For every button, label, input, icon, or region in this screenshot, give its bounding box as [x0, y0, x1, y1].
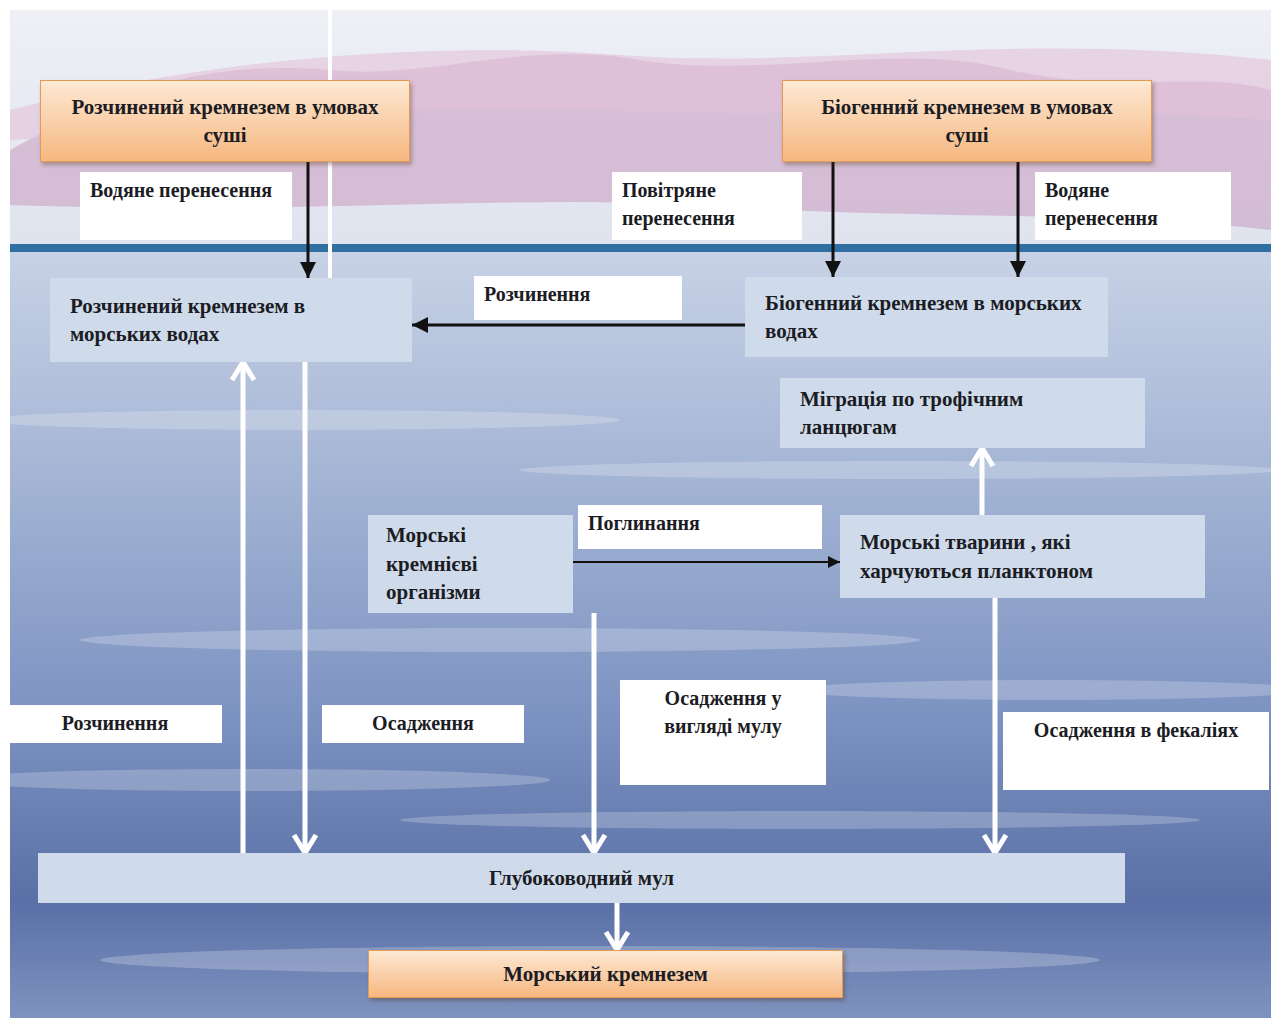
- flow-arrow: [303, 362, 308, 853]
- wave-streaks: [0, 410, 1271, 974]
- process-box: Міграція по трофічним ланцюгам: [780, 378, 1145, 448]
- flow-arrow: [1017, 162, 1020, 277]
- flow-arrow: [412, 324, 745, 327]
- result-box: Морський кремнезем: [368, 950, 843, 998]
- flow-arrow: [615, 903, 620, 950]
- organism-box: Морські кремнієві організми: [368, 515, 573, 613]
- shore-line: [10, 244, 1271, 252]
- organism-box: Морські тварини , які харчуються планкто…: [840, 515, 1205, 598]
- silt-band: Глубоководний мул: [38, 853, 1125, 903]
- edge-label: Водяне перенесення: [80, 172, 292, 240]
- land-box: Розчинений кремнезем в умовах суші: [40, 80, 410, 162]
- land-box: Біогенний кремнезем в умовах суші: [782, 80, 1152, 162]
- edge-label: Осадження: [322, 705, 524, 743]
- flow-arrow: [993, 598, 998, 853]
- sea: [10, 250, 1271, 1018]
- flow-arrow: [573, 561, 840, 563]
- sky: [10, 10, 1271, 250]
- box-text: Морський кремнезем: [383, 960, 828, 988]
- box-text: Розчинений кремнезем в морських водах: [70, 292, 392, 349]
- flow-arrow: [241, 362, 246, 853]
- edge-label: Осадження у вигляді мулу: [620, 680, 826, 785]
- box-text: Міграція по трофічним ланцюгам: [800, 385, 1125, 442]
- flow-arrow: [832, 162, 835, 277]
- box-text: Біогенний кремнезем в морських водах: [765, 289, 1088, 346]
- box-text: Розчинений кремнезем в умовах суші: [55, 93, 395, 150]
- edge-label: Водяне перенесення: [1035, 172, 1231, 240]
- box-text: Глубоководний мул: [52, 864, 1111, 892]
- edge-label: Розчинення: [8, 705, 222, 743]
- flow-arrow: [592, 613, 597, 853]
- edge-label: Повітряне перенесення: [612, 172, 802, 240]
- edge-label: Осадження в фекаліях: [1003, 712, 1269, 790]
- flow-arrow: [980, 448, 985, 515]
- box-text: Біогенний кремнезем в умовах суші: [797, 93, 1137, 150]
- box-text: Морські кремнієві організми: [386, 521, 555, 606]
- sea-box: Розчинений кремнезем в морських водах: [50, 278, 412, 362]
- sea-box: Біогенний кремнезем в морських водах: [745, 277, 1108, 357]
- edge-label: Розчинення: [474, 276, 682, 320]
- flow-arrow: [307, 162, 310, 278]
- edge-label: Поглинання: [578, 505, 822, 549]
- box-text: Морські тварини , які харчуються планкто…: [860, 528, 1185, 585]
